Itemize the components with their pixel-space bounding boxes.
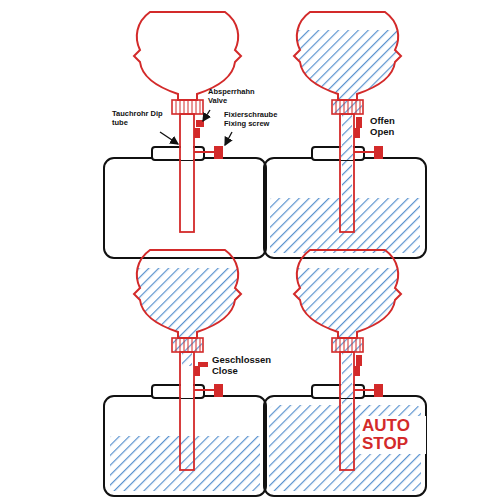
panel-setup: [104, 12, 266, 258]
panel-open: [264, 12, 426, 258]
auto-stop-label: AUTO STOP: [360, 416, 426, 454]
panel-closed: [104, 250, 266, 496]
dip-tube-label: Tauchrohr Dip tube: [112, 110, 164, 127]
panel-auto-stop: [264, 250, 426, 496]
fixing-screw-label: Fixierschraube Fixing screw: [224, 111, 288, 128]
closed-label: Geschlossen Close: [212, 355, 278, 377]
valve-label: Absperrhahn Valve: [208, 88, 264, 105]
open-label: Offen Open: [370, 116, 412, 138]
